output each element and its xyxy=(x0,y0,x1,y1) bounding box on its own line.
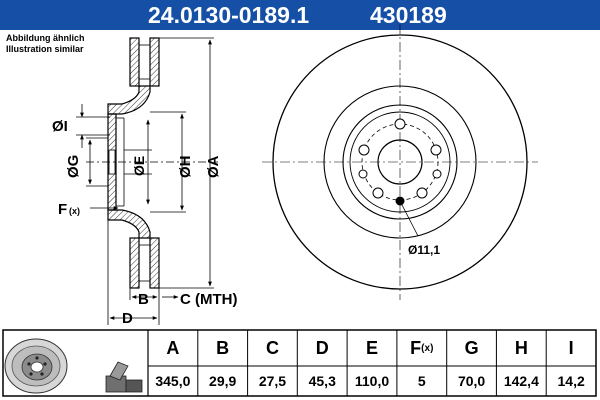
table-value-row: 345,0 29,9 27,5 45,3 110,0 5 70,0 142,4 … xyxy=(148,366,596,396)
header-e: E xyxy=(366,337,379,358)
label-f: F xyxy=(58,201,67,218)
label-diameter-a: ØA xyxy=(205,155,222,178)
label-diameter-e: ØE xyxy=(131,156,147,176)
value-f: 5 xyxy=(417,373,426,389)
header-i: I xyxy=(568,337,574,358)
value-b: 29,9 xyxy=(209,373,237,389)
hole-leader-line xyxy=(399,200,419,237)
value-e: 110,0 xyxy=(354,373,390,389)
header-f: F(x) xyxy=(397,330,447,366)
header-a: A xyxy=(166,337,180,358)
value-h: 142,4 xyxy=(503,373,539,389)
label-diameter-i: ØI xyxy=(52,118,68,135)
bolt-icon xyxy=(105,361,143,393)
value-c: 27,5 xyxy=(258,373,287,389)
part-number: 24.0130-0189.1 xyxy=(148,2,310,28)
label-f-sub: (x) xyxy=(69,206,80,216)
disc-front-view xyxy=(262,24,538,300)
header-g: G xyxy=(464,337,479,358)
header-b: B xyxy=(216,337,230,358)
spec-table-grid xyxy=(2,329,597,397)
value-g: 70,0 xyxy=(457,373,486,389)
disc-cross-section xyxy=(86,37,218,289)
value-a: 345,0 xyxy=(155,373,191,389)
spec-table: A B C D E F(x) G H I 345,0 29,9 27,5 45,… xyxy=(148,330,596,396)
note-line-en: Illustration similar xyxy=(6,44,84,54)
value-i: 14,2 xyxy=(557,373,585,389)
dimension-lines xyxy=(76,37,214,325)
hole-diameter-label: Ø11,1 xyxy=(408,243,440,257)
label-b: B xyxy=(138,291,149,308)
header-f-letter: F xyxy=(410,337,422,358)
bolt-holes xyxy=(358,118,442,206)
header-bar: 24.0130-0189.1 430189 xyxy=(0,0,600,30)
label-d: D xyxy=(122,310,133,327)
value-d: 45,3 xyxy=(308,373,336,389)
header-d: D xyxy=(315,337,329,358)
disc-thumbnail xyxy=(4,338,68,394)
header-h: H xyxy=(514,337,528,358)
note-line-de: Abbildung ähnlich xyxy=(6,33,85,43)
illustration-note: Abbildung ähnlich Illustration similar xyxy=(6,33,85,55)
table-header-row: A B C D E F(x) G H I xyxy=(148,330,596,366)
reference-number: 430189 xyxy=(370,2,447,28)
label-diameter-h: ØH xyxy=(177,156,194,179)
label-diameter-g: ØG xyxy=(65,155,82,178)
header-c: C xyxy=(265,337,279,358)
label-c: C (MTH) xyxy=(180,291,237,308)
header-f-sub: (x) xyxy=(421,342,434,354)
